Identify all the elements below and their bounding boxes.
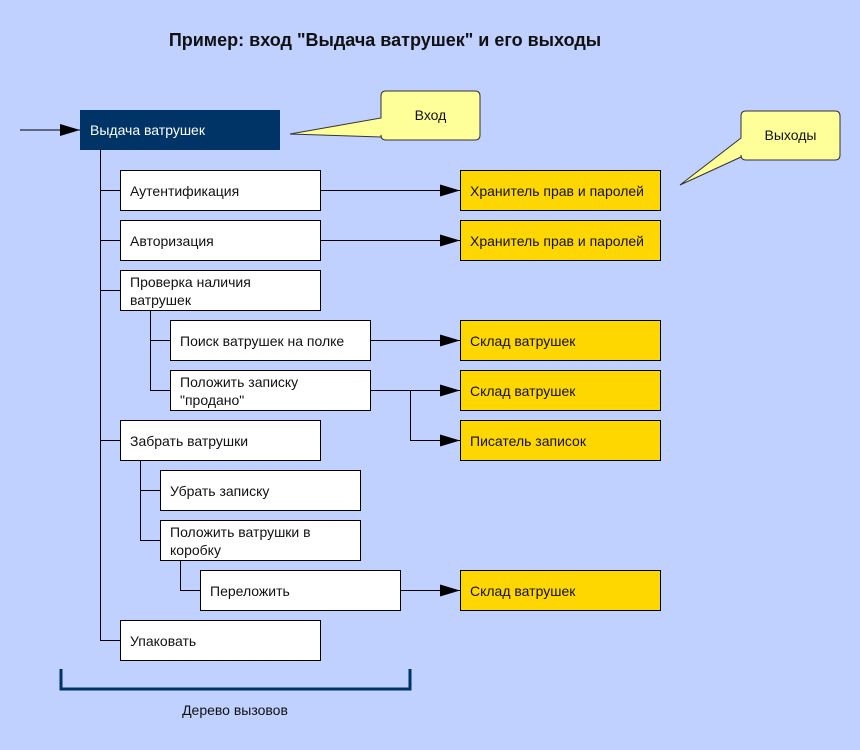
tree-node-pack[interactable]: Упаковать [120,620,321,661]
root-node[interactable]: Выдача ватрушек [80,110,280,150]
tree-node-check-availability[interactable]: Проверка наличия ватрушек [120,270,321,311]
output-node-credentials-keeper[interactable]: Хранитель прав и паролей [460,220,661,261]
output-node-note-writer[interactable]: Писатель записок [460,420,661,461]
diagram-title: Пример: вход "Выдача ватрушек" и его вых… [168,30,602,50]
callout-outputs-label: Выходы [764,127,817,143]
call-tree-bracket [59,669,412,691]
output-node-warehouse[interactable]: Склад ватрушек [460,570,661,611]
output-arrow [410,390,460,447]
tree-node-remove-note[interactable]: Убрать записку [160,470,361,511]
tree-node-search-shelf[interactable]: Поиск ватрушек на полке [170,320,371,361]
tree-node-take[interactable]: Забрать ватрушки [120,420,321,461]
output-node-warehouse[interactable]: Склад ватрушек [460,370,661,411]
tree-node-put-in-box[interactable]: Положить ватрушки в коробку [160,520,361,561]
tree-node-authentication[interactable]: Аутентификация [120,170,321,211]
callout-input-shape [289,90,481,141]
tree-node-sold-note[interactable]: Положить записку "продано" [170,370,371,411]
call-tree-caption: Дерево вызовов [182,702,288,718]
output-node-credentials-keeper[interactable]: Хранитель прав и паролей [460,170,661,211]
callout-input-label: Вход [414,107,447,123]
callout-outputs-shape [679,110,841,186]
output-node-warehouse[interactable]: Склад ватрушек [460,320,661,361]
tree-node-transfer[interactable]: Переложить [200,570,401,611]
tree-node-authorization[interactable]: Авторизация [120,220,321,261]
